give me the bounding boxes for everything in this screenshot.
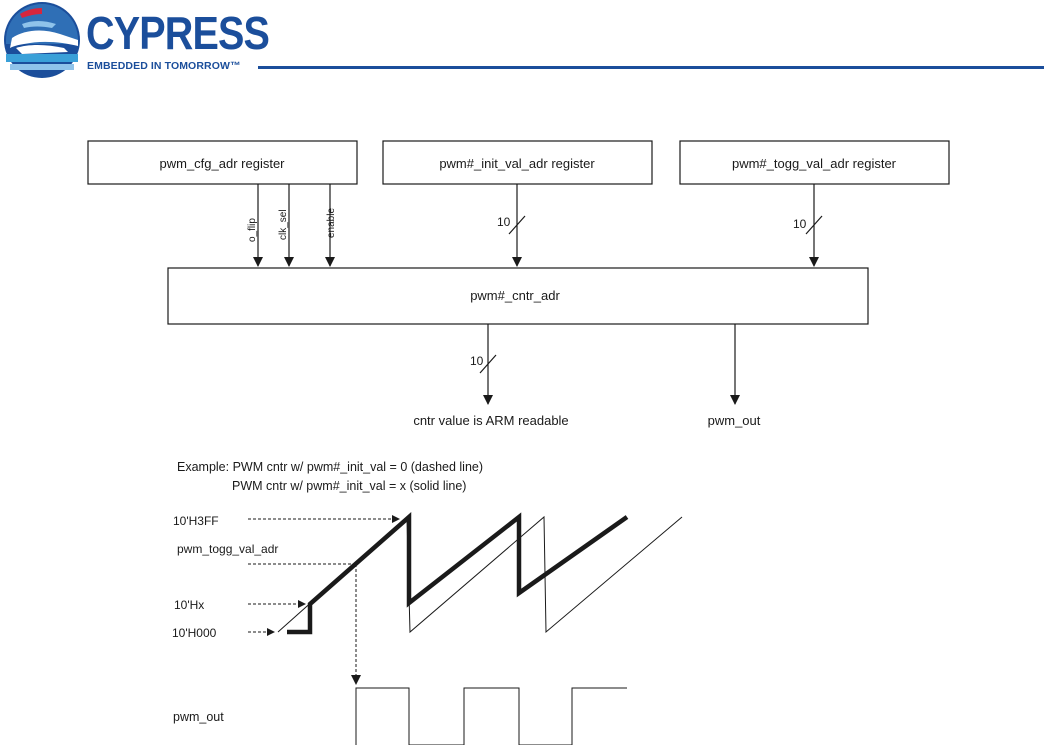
o-flip-signal: o_flip (247, 184, 263, 267)
counter-label: pwm#_cntr_adr (470, 288, 560, 303)
cntr-value-label: cntr value is ARM readable (413, 413, 568, 428)
init-bus-width: 10 (497, 215, 511, 229)
init-bus-slash (508, 215, 526, 235)
header-rule (258, 66, 1044, 69)
cntr-bus-width: 10 (470, 354, 484, 368)
level-x-label: 10'Hx (174, 598, 204, 612)
init-register-block: pwm#_init_val_adr register (382, 140, 653, 185)
togg-bus: 10 (793, 184, 823, 267)
pwm-out-waveform (355, 687, 627, 745)
cypress-logo-icon (4, 2, 80, 78)
init-bus: 10 (497, 184, 526, 267)
brand-name: CYPRESS (86, 7, 270, 59)
counter-block: pwm#_cntr_adr (167, 267, 869, 325)
counter-waveform-init-x (287, 512, 629, 635)
cfg-register-block: pwm_cfg_adr register (87, 140, 358, 185)
o-flip-label: o_flip (247, 218, 258, 242)
togg-register-block: pwm#_togg_val_adr register (679, 140, 950, 185)
counter-waveform-init-zero (277, 515, 683, 634)
clk-sel-label: clk_sel (278, 209, 289, 240)
togg-bus-width: 10 (793, 217, 807, 231)
init-register-label: pwm#_init_val_adr register (439, 156, 595, 171)
example-line-1: Example: PWM cntr w/ pwm#_init_val = 0 (… (177, 460, 483, 474)
cfg-register-label: pwm_cfg_adr register (160, 156, 286, 171)
togg-register-label: pwm#_togg_val_adr register (732, 156, 897, 171)
level-max-label: 10'H3FF (173, 514, 219, 528)
enable-label: enable (326, 208, 337, 238)
brand-tagline: EMBEDDED IN TOMORROW™ (87, 60, 241, 72)
level-togg-label: pwm_togg_val_adr (177, 542, 278, 556)
togg-bus-slash (805, 215, 823, 235)
enable-signal: enable (325, 184, 337, 267)
pwm-out-wave-label: pwm_out (173, 710, 224, 724)
cntr-bus-slash (479, 354, 497, 374)
clk-sel-signal: clk_sel (278, 184, 294, 267)
cntr-output-bus: 10 cntr value is ARM readable (413, 324, 569, 428)
example-line-2: PWM cntr w/ pwm#_init_val = x (solid lin… (232, 479, 466, 493)
pwm-out-output-label: pwm_out (708, 413, 761, 428)
pwm-out-signal: pwm_out (708, 324, 761, 428)
page-header: CYPRESS EMBEDDED IN TOMORROW™ (0, 0, 1044, 80)
level-zero-label: 10'H000 (172, 626, 217, 640)
